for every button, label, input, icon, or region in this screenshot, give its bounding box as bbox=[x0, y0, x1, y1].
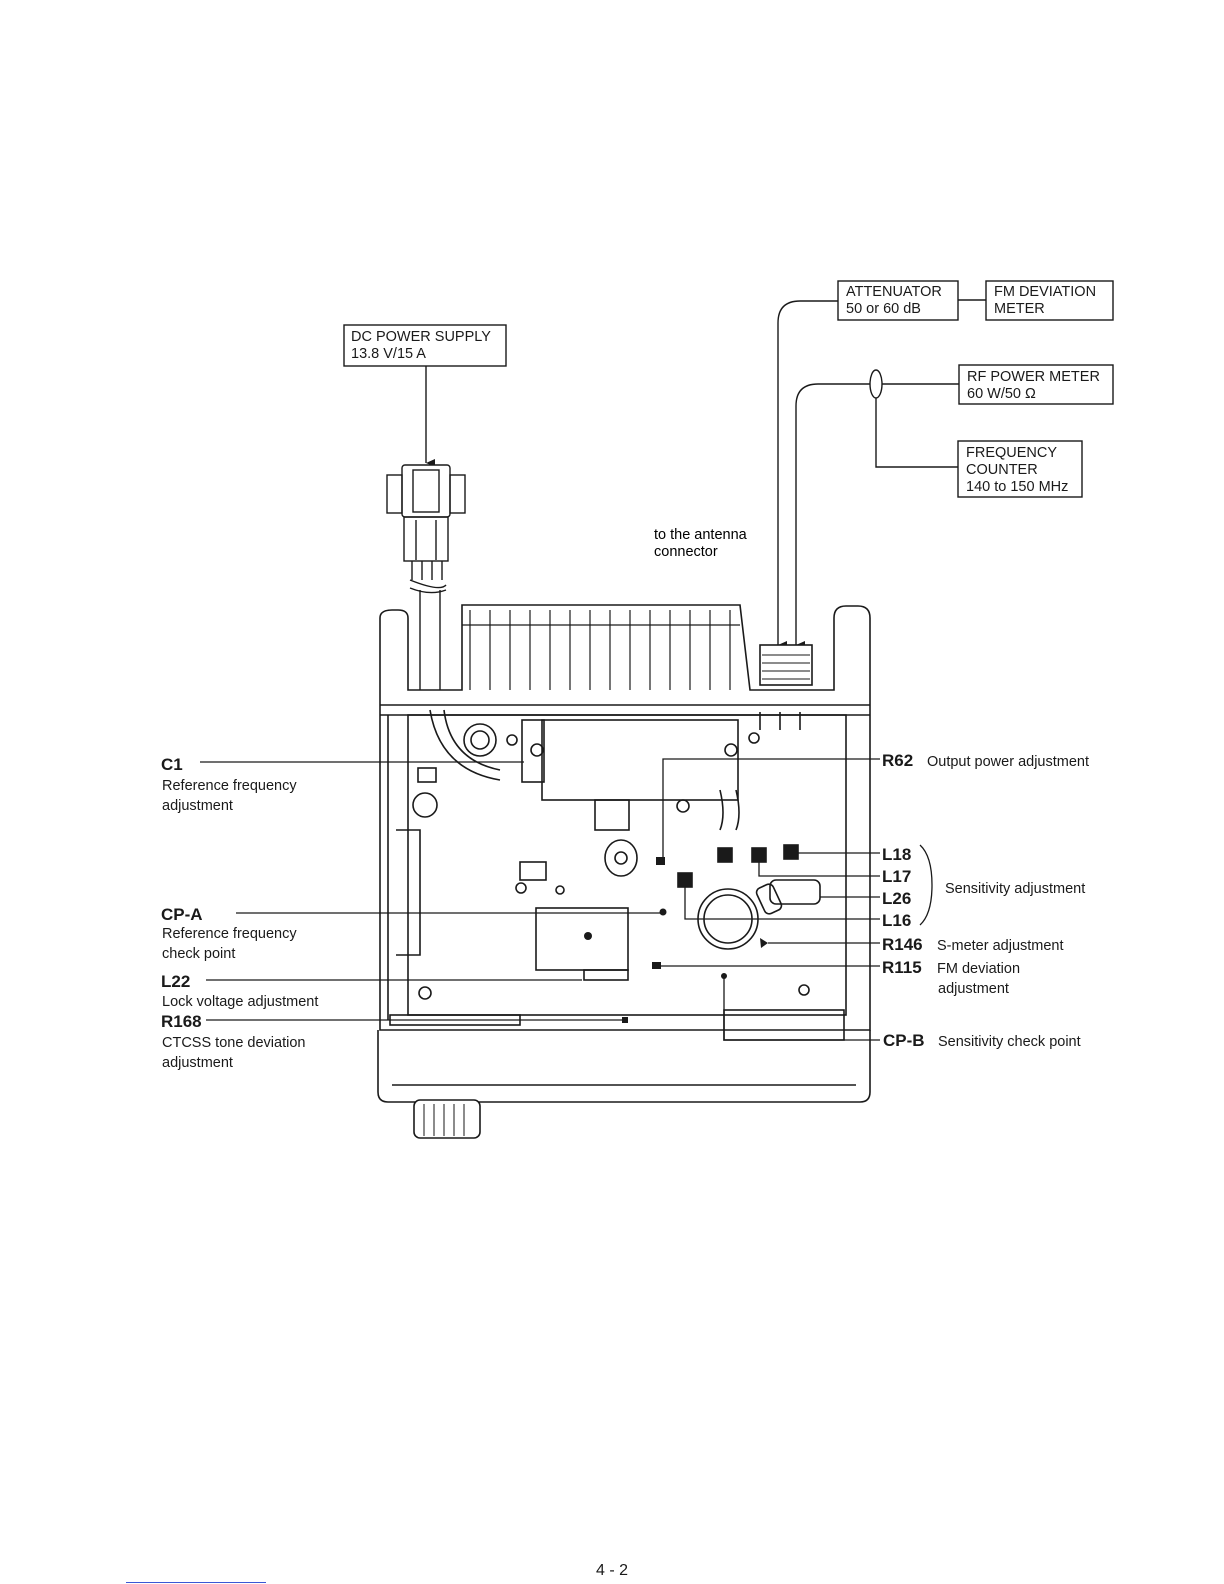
l22-ref: L22 bbox=[161, 972, 190, 991]
l26-ref: L26 bbox=[882, 889, 911, 908]
r62-ref: R62 bbox=[882, 751, 913, 770]
attenuator-rating: 50 or 60 dB bbox=[846, 301, 921, 317]
fm-deviation-meter-label: FM DEVIATION bbox=[994, 284, 1096, 300]
sensitivity-desc: Sensitivity adjustment bbox=[945, 881, 1085, 897]
radio-chassis bbox=[377, 604, 871, 1139]
frequency-counter-range: 140 to 150 MHz bbox=[966, 479, 1068, 495]
cpb-desc: Sensitivity check point bbox=[938, 1034, 1081, 1050]
c1-ref: C1 bbox=[161, 755, 183, 774]
rf-power-meter-cable bbox=[795, 383, 959, 649]
frequency-counter-label: FREQUENCY bbox=[966, 445, 1057, 461]
l16-leader bbox=[684, 881, 880, 920]
l18-ref: L18 bbox=[882, 845, 911, 864]
rf-pickup-coupler bbox=[869, 369, 883, 399]
antenna-note-line1: to the antenna bbox=[654, 527, 748, 543]
cpb-ref: CP-B bbox=[883, 1031, 925, 1050]
cpb-leader bbox=[723, 975, 880, 1041]
r115-ref: R115 bbox=[882, 958, 922, 977]
attenuator-box: ATTENUATOR 50 or 60 dB bbox=[837, 280, 959, 321]
fm-deviation-meter-label-2: METER bbox=[994, 301, 1045, 317]
c1-desc: Reference frequency bbox=[162, 778, 297, 794]
r146-ref: R146 bbox=[882, 935, 923, 954]
cpa-ref: CP-A bbox=[161, 905, 203, 924]
leader-lines bbox=[200, 758, 933, 1041]
cpa-desc: Reference frequency bbox=[162, 926, 297, 942]
r115-desc: FM deviation bbox=[937, 961, 1020, 977]
rf-power-meter-label: RF POWER METER bbox=[967, 369, 1100, 385]
l17-leader bbox=[758, 856, 880, 877]
dc-power-connector bbox=[386, 464, 466, 700]
l16-ref: L16 bbox=[882, 911, 911, 930]
frequency-counter-box: FREQUENCY COUNTER 140 to 150 MHz bbox=[957, 440, 1083, 498]
l22-desc: Lock voltage adjustment bbox=[162, 994, 318, 1010]
l17-ref: L17 bbox=[882, 867, 911, 886]
sensitivity-brace bbox=[919, 844, 933, 926]
r168-ref: R168 bbox=[161, 1012, 202, 1031]
r146-desc: S-meter adjustment bbox=[937, 938, 1064, 954]
r168-desc-2: adjustment bbox=[162, 1055, 233, 1071]
attenuator-cable bbox=[777, 300, 838, 649]
page-number: 4 - 2 bbox=[595, 1562, 628, 1579]
antenna-note-line2: connector bbox=[654, 544, 718, 560]
dc-power-supply-box: DC POWER SUPPLY 13.8 V/15 A bbox=[343, 324, 507, 367]
r168-desc: CTCSS tone deviation bbox=[162, 1035, 305, 1051]
attenuator-label: ATTENUATOR bbox=[846, 284, 942, 300]
rf-power-meter-rating: 60 W/50 Ω bbox=[967, 386, 1036, 402]
frequency-counter-label-2: COUNTER bbox=[966, 462, 1038, 478]
c1-desc-2: adjustment bbox=[162, 798, 233, 814]
cpa-desc-2: check point bbox=[162, 946, 235, 962]
r115-desc-2: adjustment bbox=[938, 981, 1009, 997]
r62-leader bbox=[662, 758, 880, 860]
r62-desc: Output power adjustment bbox=[927, 754, 1089, 770]
fm-deviation-meter-box: FM DEVIATION METER bbox=[985, 280, 1114, 321]
frequency-counter-cable bbox=[875, 384, 958, 468]
footer-rule bbox=[126, 1582, 266, 1583]
dc-power-supply-label: DC POWER SUPPLY bbox=[351, 329, 491, 345]
dc-power-supply-rating: 13.8 V/15 A bbox=[351, 346, 426, 362]
rf-power-meter-box: RF POWER METER 60 W/50 Ω bbox=[958, 364, 1114, 405]
